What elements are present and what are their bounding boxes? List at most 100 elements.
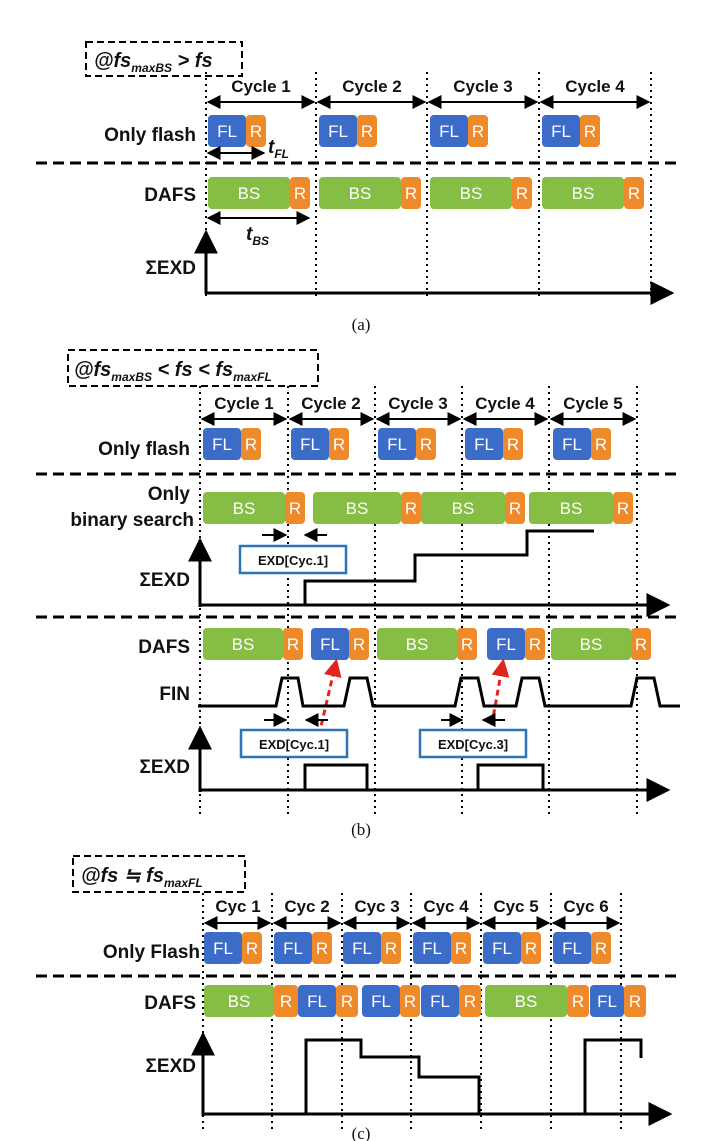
r-block: R	[401, 177, 421, 209]
cycle-label: Cycle 2	[342, 77, 402, 96]
r-block: R	[283, 628, 303, 660]
row-label-only: Only	[148, 484, 191, 505]
r-block-shape	[591, 932, 611, 964]
r-block-shape	[290, 177, 310, 209]
fl-block: FL	[208, 115, 246, 147]
bs-block-shape	[377, 628, 457, 660]
r-block-shape	[400, 985, 420, 1017]
bs-block-label: BS	[346, 499, 369, 518]
exd-pulse-trace	[476, 763, 545, 790]
fin-signal-trace	[198, 676, 680, 708]
r-block: R	[624, 985, 646, 1017]
fl-block-shape	[298, 985, 336, 1017]
bs-block: BS	[421, 492, 505, 524]
fl-block-shape	[343, 932, 381, 964]
fl-block-label: FL	[387, 435, 407, 454]
r-block-shape	[349, 628, 369, 660]
r-block-label: R	[404, 992, 416, 1011]
row-label-sum-exd: ΣEXD	[146, 258, 196, 279]
exd-trace	[304, 1038, 481, 1114]
bs-block-label: BS	[406, 635, 429, 654]
row-label-dafs: DAFS	[138, 637, 190, 658]
r-block-label: R	[464, 992, 476, 1011]
r-block: R	[400, 985, 420, 1017]
r-block-shape	[336, 985, 358, 1017]
r-block-shape	[580, 115, 600, 147]
fl-block-shape	[590, 985, 624, 1017]
bs-block-shape	[319, 177, 401, 209]
r-block-shape	[242, 932, 262, 964]
fl-block-label: FL	[562, 939, 582, 958]
r-block-shape	[505, 492, 525, 524]
bs-block-label: BS	[460, 184, 483, 203]
r-block-shape	[285, 492, 305, 524]
row-label-sum-exd: ΣEXD	[146, 1056, 196, 1077]
fl-block-label: FL	[352, 939, 372, 958]
fl-block: FL	[430, 115, 468, 147]
cycle-label: Cyc 4	[423, 897, 469, 916]
r-block: R	[591, 428, 611, 460]
r-block: R	[329, 428, 349, 460]
r-block-label: R	[420, 435, 432, 454]
red-dashed-arrow	[488, 658, 510, 736]
bs-block-label: BS	[228, 992, 251, 1011]
bs-block-label: BS	[572, 184, 595, 203]
r-block: R	[246, 115, 266, 147]
fl-block: FL	[553, 932, 591, 964]
fl-block: FL	[204, 932, 242, 964]
fl-block-shape	[465, 428, 503, 460]
r-block-shape	[613, 492, 633, 524]
r-block-label: R	[455, 939, 467, 958]
r-block: R	[624, 177, 644, 209]
r-block: R	[525, 628, 545, 660]
r-block-label: R	[617, 499, 629, 518]
r-block-label: R	[572, 992, 584, 1011]
bs-block-shape	[430, 177, 512, 209]
row-label-fin: FIN	[159, 684, 190, 705]
bs-block: BS	[203, 628, 283, 660]
fl-block-label: FL	[439, 122, 459, 141]
r-block-shape	[468, 115, 488, 147]
r-block-label: R	[245, 435, 257, 454]
r-block-label: R	[507, 435, 519, 454]
panel-a-title: @fsmaxBS > fs	[94, 50, 213, 75]
fl-block-label: FL	[371, 992, 391, 1011]
fl-block-label: FL	[328, 122, 348, 141]
fl-block: FL	[274, 932, 312, 964]
fl-block-shape	[319, 115, 357, 147]
panel-b: @fsmaxBS < fs < fsmaxFL Cycle 1 Cycle 2 …	[36, 349, 680, 839]
r-block-shape	[624, 985, 646, 1017]
fl-block-label: FL	[307, 992, 327, 1011]
cycle-label: Cycle 1	[214, 394, 274, 413]
bs-block-label: BS	[515, 992, 538, 1011]
fl-block-label: FL	[492, 939, 512, 958]
r-block-label: R	[316, 939, 328, 958]
fl-block-shape	[553, 932, 591, 964]
caption-c: (c)	[352, 1124, 371, 1141]
r-block: R	[242, 932, 262, 964]
r-block-label: R	[516, 184, 528, 203]
cycle-label: Cyc 5	[493, 897, 538, 916]
exd-staircase-trace	[303, 529, 594, 605]
fl-block: FL	[487, 628, 525, 660]
r-block-label: R	[250, 122, 262, 141]
r-block-shape	[567, 985, 589, 1017]
r-block-label: R	[628, 184, 640, 203]
cycle-label: Cycle 5	[563, 394, 623, 413]
bs-block-shape	[485, 985, 567, 1017]
bs-block-label: BS	[232, 635, 255, 654]
r-block-shape	[624, 177, 644, 209]
r-block-label: R	[333, 435, 345, 454]
r-block-label: R	[361, 122, 373, 141]
fl-block: FL	[542, 115, 580, 147]
r-block: R	[468, 115, 488, 147]
r-block-shape	[512, 177, 532, 209]
bs-block-shape	[204, 985, 274, 1017]
r-block-shape	[312, 932, 332, 964]
bs-block-shape	[529, 492, 613, 524]
r-block: R	[457, 628, 477, 660]
fl-block-shape	[378, 428, 416, 460]
